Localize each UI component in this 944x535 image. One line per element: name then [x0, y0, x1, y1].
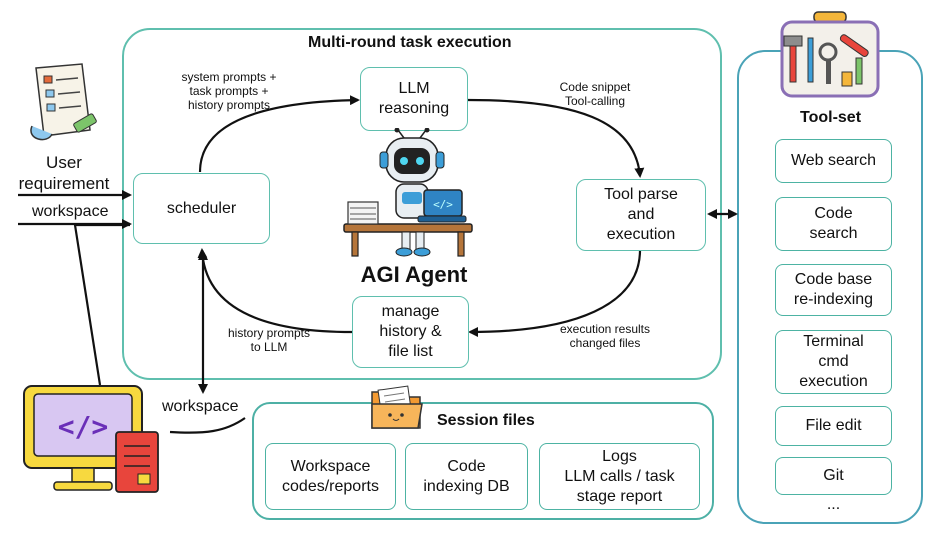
- tool-parse-node: Tool parse and execution: [576, 179, 706, 251]
- edge-workspace-computer: [169, 417, 246, 434]
- session-workspace-codes: Workspace codes/reports: [265, 443, 396, 510]
- svg-text:</>: </>: [433, 198, 453, 211]
- tool-git: Git: [775, 457, 892, 495]
- edge-llm-tool: [467, 98, 645, 178]
- session-code-indexing-db: Code indexing DB: [405, 443, 528, 510]
- tool-terminal-cmd: Terminal cmd execution: [775, 330, 892, 394]
- diagram-title: Multi-round task execution: [308, 34, 512, 51]
- edge-tool-manage: [468, 249, 642, 337]
- tool-code-search: Code search: [775, 197, 892, 251]
- tool-more: ...: [826, 496, 841, 513]
- edge-scheduler-llm: [198, 95, 360, 173]
- requirement-scroll-icon: [24, 60, 104, 144]
- session-files-title: Session files: [437, 412, 535, 429]
- execution-results-label: execution results changed files: [559, 322, 651, 350]
- user-requirement-label: User requirement: [18, 153, 110, 193]
- tool-file-edit: File edit: [775, 406, 892, 446]
- folder-icon: [368, 382, 426, 432]
- code-snippet-label: Code snippet Tool-calling: [559, 80, 631, 108]
- tool-web-search: Web search: [775, 139, 892, 183]
- svg-text:</>: </>: [58, 410, 109, 443]
- agi-agent-label: AGI Agent: [360, 262, 468, 287]
- workspace-left-label: workspace: [32, 203, 109, 220]
- robot-agent-icon: </>: [338, 128, 478, 258]
- llm-reasoning-node: LLM reasoning: [360, 67, 468, 131]
- scheduler-node: scheduler: [133, 173, 270, 244]
- edge-computer-workspace: [73, 223, 130, 386]
- workspace-bottom-label: workspace: [162, 398, 239, 415]
- session-logs: Logs LLM calls / task stage report: [539, 443, 700, 510]
- computer-code-icon: </>: [18, 380, 168, 508]
- session-files-frame: [252, 402, 714, 520]
- toolbox-icon: [776, 8, 884, 100]
- edge-manage-scheduler: [197, 248, 353, 334]
- multi-round-frame: [122, 28, 722, 380]
- toolset-title: Tool-set: [800, 109, 862, 126]
- manage-history-node: manage history & file list: [352, 296, 469, 368]
- history-llm-label: history prompts to LLM: [227, 326, 311, 354]
- tool-code-base-reindexing: Code base re-indexing: [775, 264, 892, 316]
- prompts-label: system prompts + task prompts + history …: [181, 70, 277, 112]
